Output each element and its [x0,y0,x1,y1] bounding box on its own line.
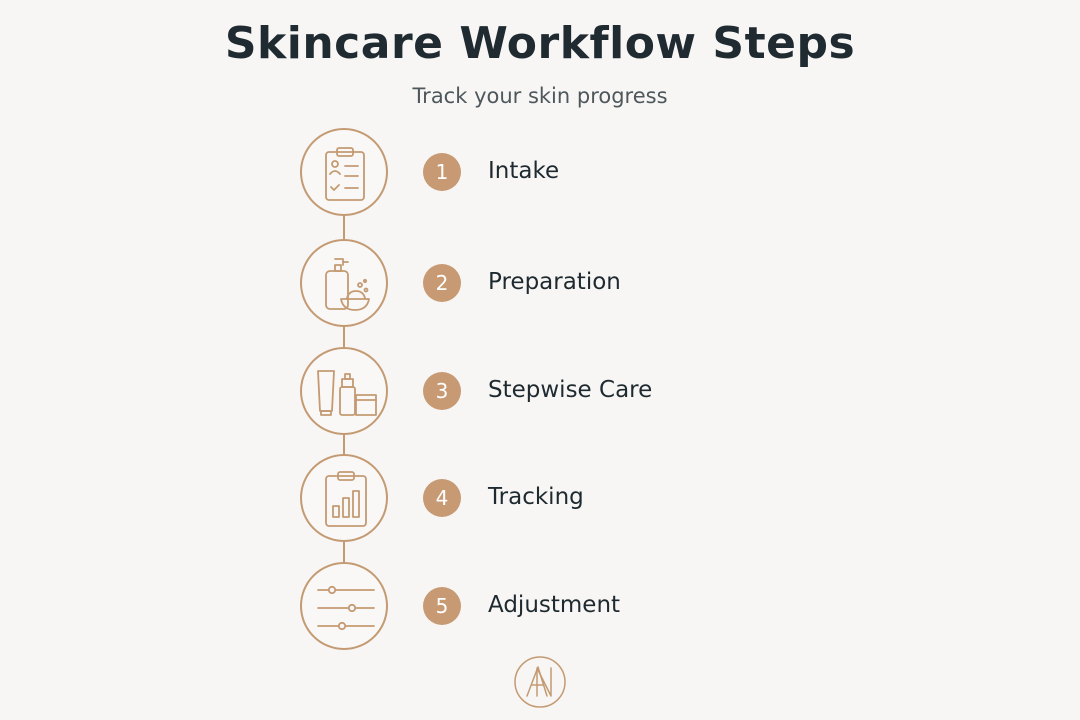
step-number-badge: 4 [423,479,461,517]
workflow-step: 5 Adjustment [300,562,720,650]
workflow-step: 3 Stepwise Care [300,347,720,435]
connector-line [343,213,345,241]
workflow-step: 1 Intake [300,128,720,216]
step-number-badge: 1 [423,153,461,191]
step-label: Preparation [488,269,621,295]
connector-line [343,431,345,456]
step-number-badge: 2 [423,264,461,302]
step-label: Stepwise Care [488,377,653,403]
clipboard-checklist-icon [300,128,388,216]
workflow-step: 2 Preparation [300,239,720,327]
step-label: Tracking [488,484,584,510]
clipboard-chart-icon [300,454,388,542]
skincare-products-icon [300,347,388,435]
step-number-badge: 5 [423,587,461,625]
workflow-step: 4 Tracking [300,454,720,542]
page-title: Skincare Workflow Steps [224,18,856,69]
monogram-logo-icon [513,655,567,713]
pump-bottle-bowl-icon [300,239,388,327]
connector-line [343,538,345,564]
step-label: Intake [488,158,560,184]
connector-line [343,323,345,349]
step-number-badge: 3 [423,372,461,410]
step-label: Adjustment [488,592,621,618]
page-subtitle: Track your skin progress [412,84,668,108]
sliders-icon [300,562,388,650]
